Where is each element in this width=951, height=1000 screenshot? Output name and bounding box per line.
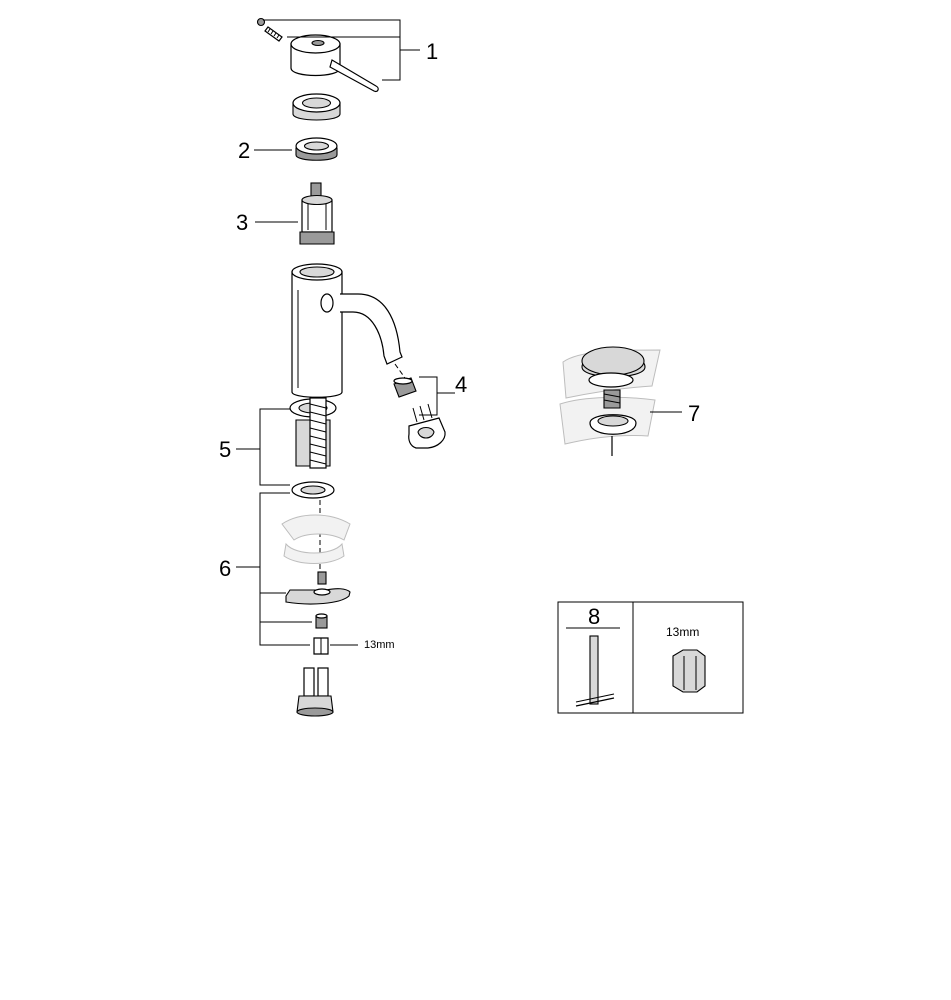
callout-1: 1 bbox=[426, 39, 438, 64]
callout-7: 7 bbox=[688, 401, 700, 426]
lever-handle bbox=[290, 34, 379, 93]
aerator-key bbox=[408, 403, 446, 449]
part-4-aerator bbox=[393, 363, 455, 449]
part-3-cartridge bbox=[255, 182, 335, 245]
hex-nut-13mm bbox=[313, 637, 358, 655]
small-nut bbox=[315, 613, 328, 629]
part-6-mounting-kit bbox=[236, 481, 358, 655]
callout-2: 2 bbox=[238, 138, 250, 163]
hex-socket-13mm bbox=[672, 649, 706, 693]
part-1-handle-group bbox=[256, 17, 420, 93]
socket-wrench-tool bbox=[575, 635, 615, 707]
part-2-nut bbox=[254, 137, 338, 161]
tool-box bbox=[557, 601, 744, 714]
tool-box-size-label: 13mm bbox=[666, 625, 699, 639]
faucet-body bbox=[291, 263, 403, 398]
part-5-washer-rod bbox=[236, 397, 337, 486]
tool-box-number: 8 bbox=[588, 604, 600, 629]
callout-3: 3 bbox=[236, 210, 248, 235]
countertop-ghost bbox=[281, 514, 351, 564]
set-screw bbox=[256, 17, 283, 42]
supply-hoses bbox=[296, 667, 334, 717]
horseshoe-plate bbox=[285, 571, 351, 605]
part-7-drain bbox=[559, 346, 682, 456]
callout-4: 4 bbox=[455, 372, 467, 397]
callout-5: 5 bbox=[219, 437, 231, 462]
callout-6: 6 bbox=[219, 556, 231, 581]
cover-ring bbox=[292, 93, 341, 121]
nut-size-label: 13mm bbox=[364, 639, 395, 651]
